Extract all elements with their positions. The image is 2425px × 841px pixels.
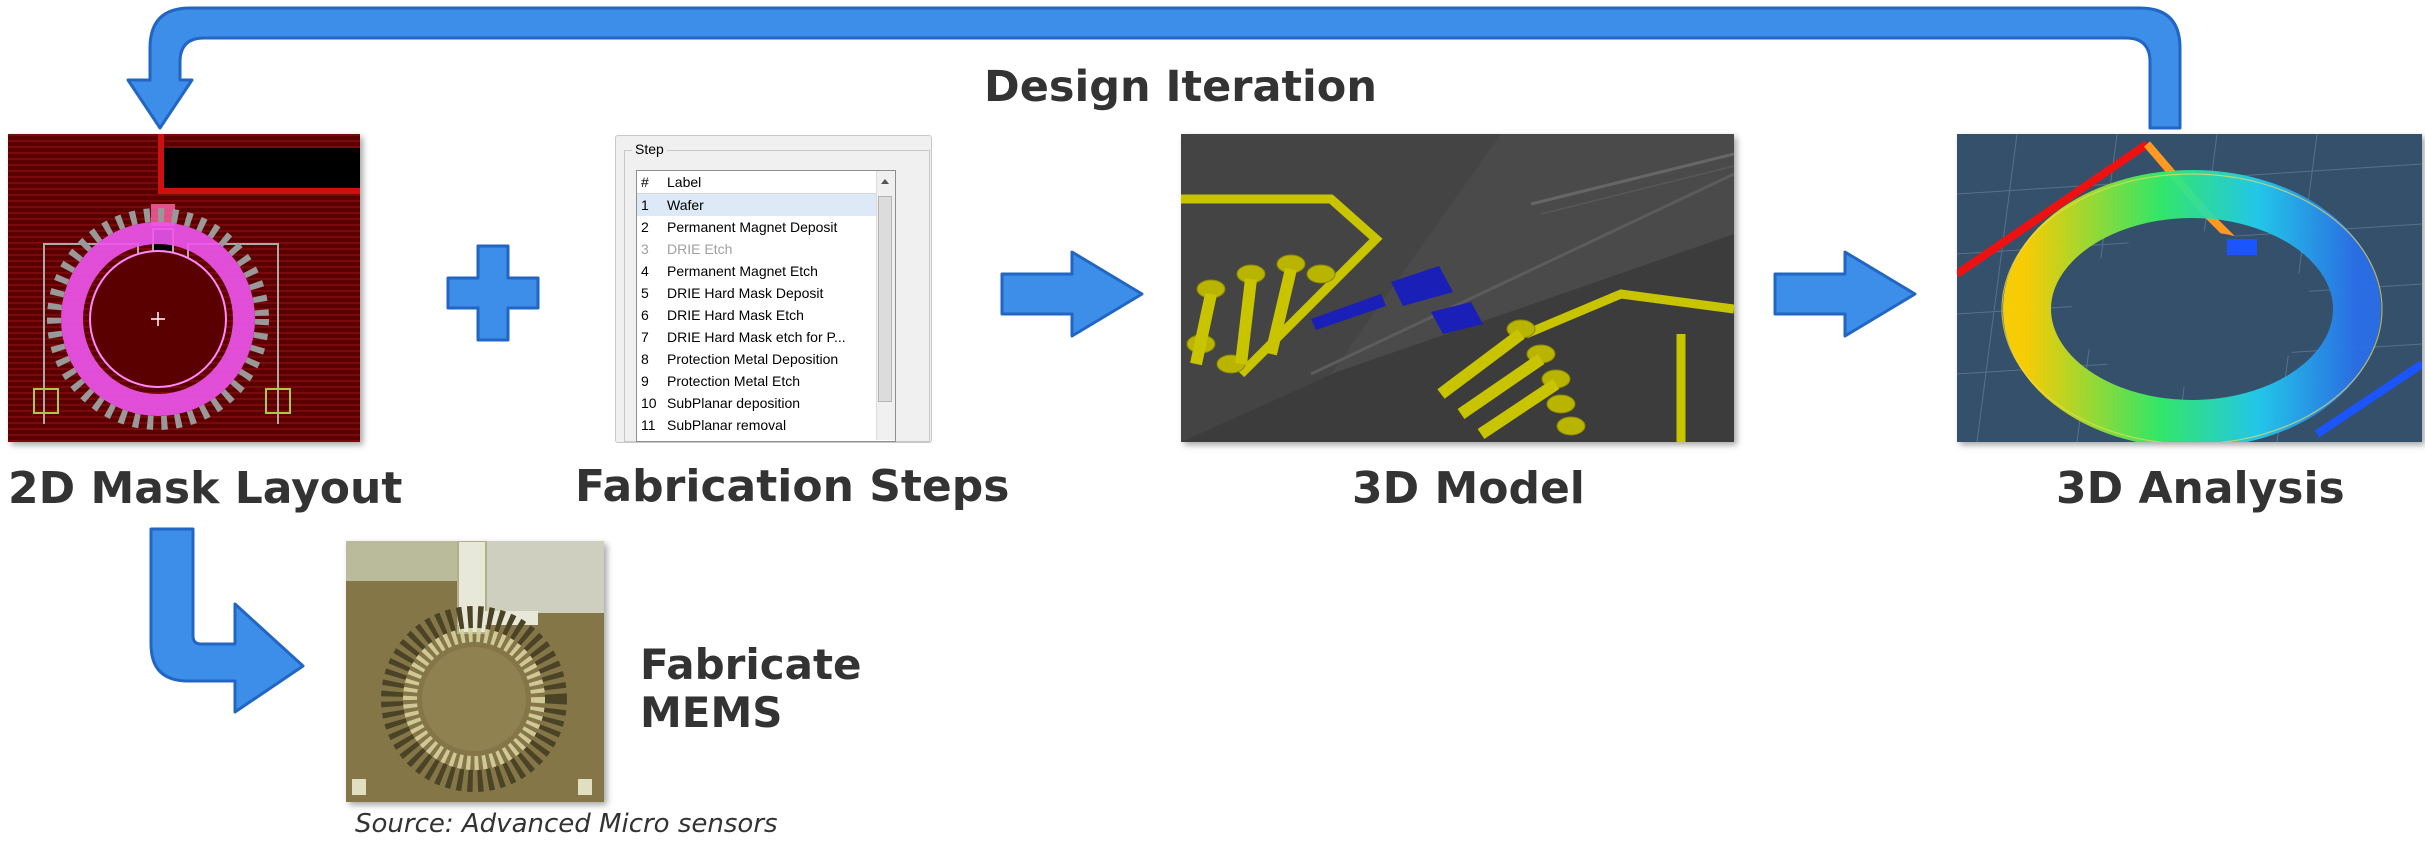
step-number: 7 [641, 329, 649, 345]
step-row[interactable]: 7 DRIE Hard Mask etch for P... [637, 326, 895, 348]
3d-analysis-render [1957, 134, 2422, 442]
step-label: DRIE Etch [667, 241, 733, 257]
fabricated-mems-photo [346, 541, 604, 802]
3d-model-label: 3D Model [1352, 463, 1585, 514]
step-number: 1 [641, 197, 649, 213]
3d-model-image [1181, 134, 1734, 442]
step-label: DRIE Hard Mask etch for P... [667, 329, 846, 345]
step-label: Permanent Magnet Etch [667, 263, 818, 279]
step-label: SubPlanar deposition [667, 395, 801, 411]
step-group-title: Step [632, 141, 667, 157]
step-label: SubPlanar removal [667, 417, 787, 433]
step-label: Protection Metal Deposition [667, 351, 839, 367]
step-label: Wafer [667, 197, 704, 213]
step-row[interactable]: 10 SubPlanar deposition [637, 392, 895, 414]
mask-layout-image [8, 134, 360, 442]
source-credit: Source: Advanced Micro sensors [355, 809, 778, 839]
plus-icon [446, 244, 540, 342]
step-label: Protection Metal Etch [667, 373, 801, 389]
3d-model-render [1181, 134, 1734, 442]
step-number: 2 [641, 219, 649, 235]
design-iteration-label: Design Iteration [984, 62, 1377, 112]
step-row[interactable]: 5 DRIE Hard Mask Deposit [637, 282, 895, 304]
step-label: Permanent Magnet Deposit [667, 219, 838, 235]
mask-layout-label: 2D Mask Layout [8, 463, 403, 514]
step-number: 3 [641, 241, 649, 257]
step-number: 5 [641, 285, 649, 301]
steps-scrollbar-thumb[interactable] [878, 196, 892, 402]
column-header-number[interactable]: # [641, 174, 649, 190]
step-row[interactable]: 11 SubPlanar removal [637, 414, 895, 436]
steps-list[interactable]: # Label 1 Wafer 2 Permanent Magnet Deposit 3… [636, 170, 896, 442]
step-number: 11 [641, 417, 656, 433]
step-label: DRIE Hard Mask Etch [667, 307, 804, 323]
column-header-label[interactable]: Label [667, 174, 702, 190]
steps-list-header: # Label [637, 171, 895, 194]
3d-analysis-image [1957, 134, 2422, 442]
step-row[interactable]: 9 Protection Metal Etch [637, 370, 895, 392]
right-arrow-icon [1773, 250, 1917, 338]
step-row[interactable]: 8 Protection Metal Deposition [637, 348, 895, 370]
mems-photo-render [346, 541, 604, 802]
mask-layout-drawing [33, 134, 360, 430]
step-number: 8 [641, 351, 649, 367]
scroll-up-arrow-icon[interactable] [878, 175, 892, 187]
step-row[interactable]: 3 DRIE Etch [637, 238, 895, 260]
step-row[interactable]: 6 DRIE Hard Mask Etch [637, 304, 895, 326]
right-arrow-icon [1000, 250, 1144, 338]
step-number: 4 [641, 263, 649, 279]
3d-analysis-label: 3D Analysis [2056, 463, 2345, 514]
step-number: 9 [641, 373, 649, 389]
step-number: 6 [641, 307, 649, 323]
step-row[interactable]: 1 Wafer [637, 194, 895, 216]
fabricate-mems-label-line1: Fabricate [640, 640, 862, 689]
step-row[interactable]: 4 Permanent Magnet Etch [637, 260, 895, 282]
down-right-arrow-icon [149, 527, 305, 714]
step-label: DRIE Hard Mask Deposit [667, 285, 824, 301]
fabrication-steps-label: Fabrication Steps [575, 461, 1010, 512]
step-row[interactable]: 2 Permanent Magnet Deposit [637, 216, 895, 238]
fabricate-mems-label-line2: MEMS [640, 688, 783, 737]
step-number: 10 [641, 395, 657, 411]
